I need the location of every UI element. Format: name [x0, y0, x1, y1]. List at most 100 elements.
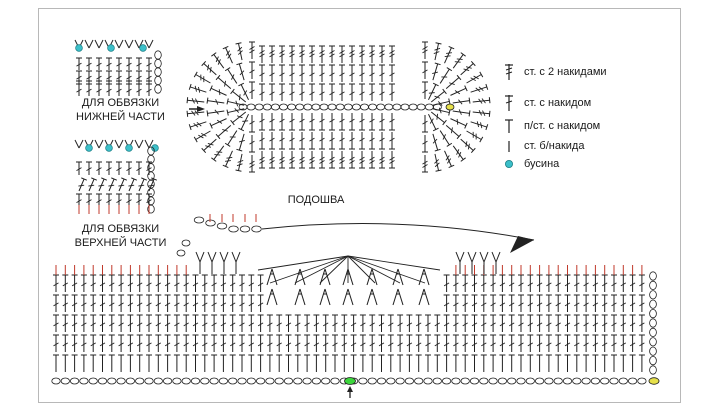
stitch-bar [564, 282, 571, 287]
stitch-bar [146, 75, 152, 80]
legend-label: п/ст. с накидом [524, 120, 601, 132]
stitch-bar [259, 50, 265, 54]
stitch-bar [96, 88, 102, 93]
stitch [266, 268, 273, 286]
stitch-top [186, 110, 189, 117]
stitch-bar [478, 86, 484, 92]
chain-stitch [116, 377, 126, 385]
stitch-bar [71, 282, 78, 287]
chain-stitch [60, 377, 70, 385]
stitch-bar [126, 75, 132, 80]
stitch-bar [235, 100, 239, 107]
stitch-bar [329, 72, 335, 77]
stitch [452, 110, 470, 114]
stitch-bar [369, 72, 375, 77]
stitch-bar [422, 120, 428, 125]
stitch-top [206, 97, 209, 104]
stitch-top [226, 109, 229, 116]
stitch-bar [359, 156, 365, 161]
stitch-bar [574, 302, 580, 307]
end-marker [445, 103, 455, 111]
stitch-top [224, 67, 231, 72]
chain-stitch [97, 377, 108, 385]
stitch-bar [299, 160, 305, 164]
chain-stitch [400, 103, 410, 111]
chain-stitch [193, 216, 205, 224]
stitch-bar [359, 91, 365, 96]
stitch-bar [611, 302, 617, 307]
legend-item-sc: ст. б/накида [500, 138, 584, 154]
stitch-bar [174, 322, 180, 327]
stitch-bar [214, 109, 219, 115]
chain-stitch [321, 377, 331, 385]
chain-stitch [237, 377, 247, 385]
stitch-bar [146, 167, 152, 172]
chain-stitch [295, 103, 305, 111]
stitch [450, 87, 467, 96]
stitch-bar [518, 302, 524, 307]
stitch [88, 178, 95, 192]
diagram-frame [38, 8, 681, 403]
stitch [257, 255, 349, 271]
chain-stitch [469, 377, 480, 385]
stitch-bar [508, 322, 515, 327]
stitch-top [468, 110, 471, 117]
stitch-top [235, 42, 242, 45]
hdc-icon [500, 118, 518, 134]
stitch-bar [289, 91, 295, 96]
stitch-bar [259, 160, 265, 164]
stitch-bar [481, 302, 487, 307]
stitch-bar [183, 322, 189, 327]
stitch-bar [76, 88, 82, 93]
stitch-bar [458, 99, 463, 105]
stitch-bar [446, 158, 452, 164]
chain-stitch [154, 84, 162, 94]
stitch [213, 54, 225, 69]
stitch [467, 251, 473, 263]
stitch-bar [146, 199, 152, 204]
stitch-bar [71, 342, 78, 347]
stitch-bar [453, 282, 459, 287]
stitch-bar [289, 53, 295, 58]
chain-stitch [649, 308, 657, 319]
stitch-bar [229, 282, 236, 287]
stitch-bar [269, 160, 275, 164]
stitch-bar [136, 75, 142, 80]
stitch-bar [259, 53, 265, 58]
stitch-bar [359, 160, 365, 164]
stitch-bar [164, 322, 171, 327]
stitch-bar [309, 156, 315, 161]
stitch-bar [369, 160, 375, 164]
stitch-bar [88, 184, 95, 187]
stitch-bar [319, 137, 325, 142]
stitch-bar [289, 156, 295, 161]
stitch-bar [237, 50, 243, 55]
stitch-bar [211, 302, 217, 307]
stitch-bar [146, 302, 152, 307]
sole-label: ПОДОШВА [287, 194, 345, 206]
stitch-bar [339, 72, 345, 77]
stitch-bar [164, 302, 171, 307]
chain-stitch [451, 377, 461, 385]
chain-stitch [176, 249, 186, 257]
stitch-bar [443, 302, 450, 307]
chain-stitch [303, 103, 313, 111]
chain-stitch [246, 377, 256, 385]
stitch-bar [234, 108, 240, 113]
stitch-top [432, 127, 439, 132]
stitch-bar [389, 156, 395, 161]
stitch-bar [86, 62, 92, 67]
stitch-bar [195, 98, 199, 105]
chain-stitch [154, 58, 162, 69]
stitch-bar [433, 51, 440, 54]
stitch-bar [480, 122, 483, 129]
stitch-bar [237, 46, 243, 52]
stitch [74, 139, 80, 149]
stitch-top [238, 127, 245, 132]
stitch-bar [397, 322, 403, 327]
chain-stitch [200, 377, 210, 385]
stitch [203, 138, 217, 151]
stitch-bar [592, 342, 599, 347]
stitch-bar [191, 97, 195, 104]
stitch-top [222, 45, 229, 50]
